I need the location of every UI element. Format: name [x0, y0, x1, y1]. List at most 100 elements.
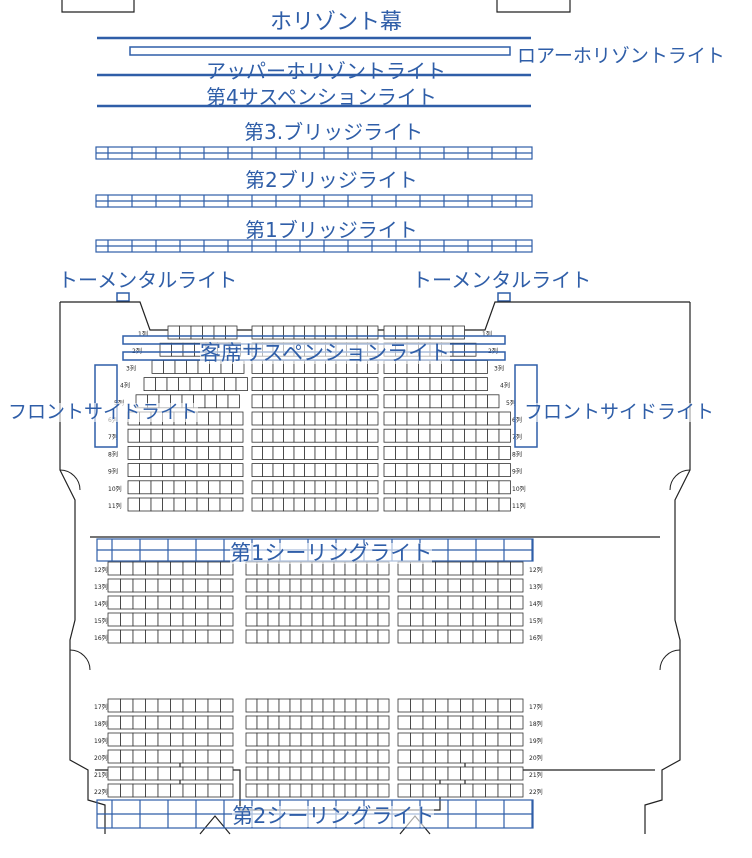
- seat: [410, 732, 424, 747]
- seat: [157, 595, 171, 610]
- seat: [356, 377, 368, 392]
- seat: [435, 578, 449, 593]
- seat: [464, 377, 477, 392]
- seat: [367, 394, 379, 409]
- bridge2-label: 第2ブリッジライト: [245, 168, 418, 192]
- seat: [157, 698, 171, 713]
- seat: [498, 428, 511, 443]
- seat: [262, 325, 274, 340]
- upper-horizon-line: [97, 73, 531, 108]
- seat: [429, 411, 442, 426]
- row-label: 9列: [108, 468, 118, 476]
- seat: [435, 561, 449, 576]
- seat: [447, 595, 461, 610]
- seat: [355, 595, 368, 610]
- seat: [195, 715, 209, 730]
- seat: [475, 377, 488, 392]
- seat: [120, 732, 134, 747]
- seat: [335, 377, 347, 392]
- seat: [208, 411, 221, 426]
- seat: [452, 411, 465, 426]
- seat: [293, 463, 305, 478]
- seat: [344, 766, 357, 781]
- seat: [311, 595, 324, 610]
- seat: [220, 629, 234, 644]
- seat: [207, 629, 221, 644]
- seat: [262, 497, 274, 512]
- seat: [220, 578, 234, 593]
- seat: [283, 463, 295, 478]
- seat: [447, 766, 461, 781]
- seat: [367, 411, 379, 426]
- seat: [145, 749, 159, 764]
- seat: [245, 749, 258, 764]
- seat: [397, 595, 411, 610]
- seat: [460, 561, 474, 576]
- seat: [150, 463, 163, 478]
- seat: [460, 783, 474, 798]
- seat: [220, 612, 234, 627]
- seat: [162, 445, 175, 460]
- seat: [447, 578, 461, 593]
- seat: [289, 629, 302, 644]
- seat: [272, 497, 284, 512]
- seat: [441, 463, 454, 478]
- seat: [475, 359, 488, 374]
- seat: [145, 595, 159, 610]
- seat: [145, 732, 159, 747]
- seat: [278, 766, 291, 781]
- seat: [256, 629, 269, 644]
- seat: [429, 480, 442, 495]
- seat: [314, 325, 326, 340]
- seat: [422, 732, 436, 747]
- seat: [272, 445, 284, 460]
- seat: [460, 732, 474, 747]
- seat: [383, 445, 396, 460]
- seat: [366, 732, 379, 747]
- seat: [441, 377, 454, 392]
- seat: [272, 325, 284, 340]
- seat: [178, 377, 191, 392]
- seat: [452, 428, 465, 443]
- seat: [189, 377, 202, 392]
- seat: [272, 480, 284, 495]
- seat: [185, 480, 198, 495]
- seat: [355, 629, 368, 644]
- seat: [406, 428, 419, 443]
- seat: [213, 325, 226, 340]
- seat: [422, 766, 436, 781]
- seat: [441, 428, 454, 443]
- seat: [300, 595, 313, 610]
- seat: [167, 325, 180, 340]
- seat: [195, 783, 209, 798]
- seat: [289, 698, 302, 713]
- seat: [314, 463, 326, 478]
- seat: [182, 766, 196, 781]
- seat: [120, 561, 134, 576]
- seat: [447, 749, 461, 764]
- seat: [418, 428, 431, 443]
- seat: [300, 766, 313, 781]
- bridge1-light-bar: [95, 239, 533, 253]
- seat: [497, 561, 511, 576]
- seat: [406, 411, 419, 426]
- seat: [251, 325, 263, 340]
- row-label: 17列: [529, 703, 543, 711]
- seat: [333, 629, 346, 644]
- seat: [171, 342, 184, 357]
- seat: [335, 445, 347, 460]
- seat: [300, 732, 313, 747]
- seat: [195, 578, 209, 593]
- seat: [333, 732, 346, 747]
- seat: [475, 445, 488, 460]
- seat: [464, 445, 477, 460]
- seat: [510, 766, 524, 781]
- seat: [157, 612, 171, 627]
- seat: [356, 428, 368, 443]
- row-label: 19列: [94, 737, 108, 745]
- seat: [487, 411, 500, 426]
- seat: [429, 463, 442, 478]
- seat: [174, 359, 187, 374]
- seat: [422, 629, 436, 644]
- seat: [435, 629, 449, 644]
